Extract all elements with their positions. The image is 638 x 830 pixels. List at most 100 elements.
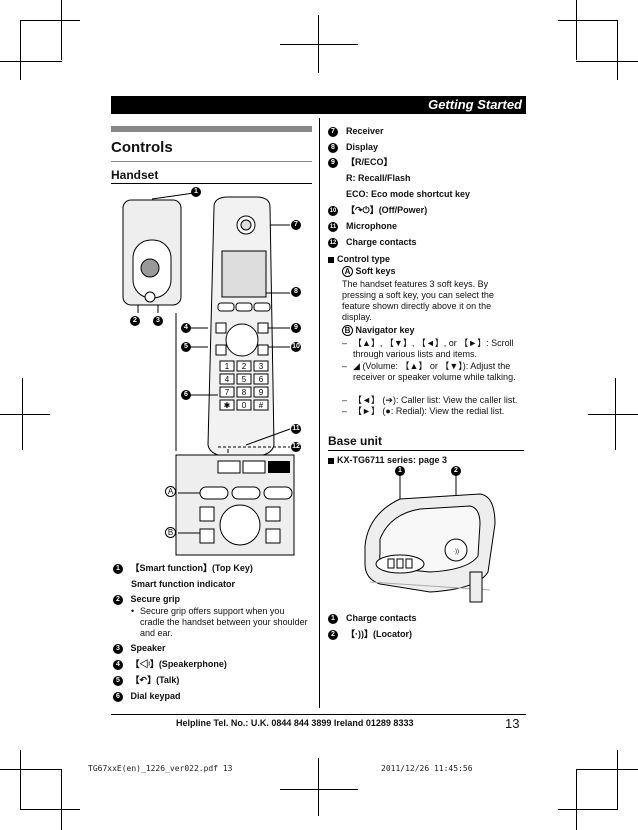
right-item-10: 10【↷⏻】(Off/Power) [328, 205, 428, 216]
svg-text:7: 7 [225, 388, 230, 397]
callout-9: 9 [291, 323, 301, 333]
crop-mark [0, 61, 62, 62]
svg-text:6: 6 [259, 375, 264, 384]
callout-b: B [165, 527, 176, 538]
base-item-2: 2【·))】(Locator) [328, 629, 412, 640]
crop-mark [576, 770, 577, 830]
svg-text:9: 9 [259, 388, 264, 397]
callout-12: 12 [291, 442, 301, 452]
callout-1: 1 [191, 187, 201, 197]
crop-mark [0, 769, 62, 770]
control-type-heading: Control type [328, 254, 390, 265]
soft-keys-text: The handset features 3 soft keys. By pre… [342, 279, 494, 322]
base-callout-1: 1 [395, 466, 405, 476]
page-title: Controls [111, 139, 173, 156]
callout-10: 10 [291, 342, 301, 352]
callout-8: 8 [291, 287, 301, 297]
locator-icon: ·)) [355, 629, 365, 639]
svg-text:5: 5 [242, 375, 247, 384]
title-underline [111, 161, 312, 162]
base-unit-underline [328, 450, 524, 451]
handset-diagram: 1 2 3 4 5 6 7 8 9 ✱ 0 # [122, 192, 295, 556]
nav-item-4: –【►】 (●: Redial): View the redial list. [342, 406, 505, 416]
handset-item-6: 6 Dial keypad [113, 691, 181, 702]
nav-item-1: –【▲】, 【▼】, 【◄】, or 【►】: Scroll through v… [342, 338, 514, 359]
callout-4: 4 [181, 323, 191, 333]
base-unit-diagram: ·)) [364, 474, 496, 603]
crop-mark [22, 378, 23, 450]
nav-item-3: –【◄】 (➔): Caller list: View the caller l… [342, 395, 518, 405]
base-unit-heading: Base unit [328, 434, 383, 448]
helpline-text: Helpline Tel. No.: U.K. 0844 844 3899 Ir… [176, 718, 414, 728]
crop-mark [20, 20, 80, 21]
handset-item-1-sub: Smart function indicator [131, 579, 236, 589]
handset-item-2-bullet: • Secure grip offers support when you cr… [131, 606, 308, 638]
page-number: 13 [505, 716, 520, 731]
crop-mark [20, 809, 80, 810]
svg-text:3: 3 [259, 362, 264, 371]
crop-mark [615, 378, 616, 450]
crop-mark [61, 0, 62, 60]
svg-text:✱: ✱ [224, 401, 231, 410]
handset-item-3: 3 Speaker [113, 643, 166, 654]
callout-3: 3 [153, 316, 163, 326]
footer-rule [111, 714, 526, 715]
svg-text:4: 4 [225, 375, 230, 384]
file-name: TG67xxE(en)_1226_ver022.pdf 13 [88, 764, 233, 773]
handset-heading: Handset [111, 168, 159, 182]
crop-mark [280, 789, 358, 790]
column-divider [319, 118, 320, 708]
callout-2: 2 [130, 316, 140, 326]
handset-item-2: 2 Secure grip [113, 594, 180, 605]
handset-item-4: 4 【◁ᵎ】(Speakerphone) [113, 659, 227, 670]
crop-mark [576, 769, 638, 770]
crop-mark [617, 750, 618, 810]
crop-mark [617, 20, 618, 80]
base-callout-2: 2 [451, 466, 461, 476]
soft-keys-heading: A Soft keys [342, 266, 396, 277]
handset-item-5: 5 【↶】(Talk) [113, 675, 179, 686]
crop-mark [318, 758, 319, 816]
crop-mark [588, 414, 638, 415]
crop-mark [0, 414, 50, 415]
section-header-bar: Getting Started [111, 96, 526, 114]
timestamp: 2011/12/26 11:45:56 [381, 764, 473, 773]
right-item-9-line-1: R: Recall/Flash [346, 173, 411, 183]
handset-item-1: 1 【Smart function】(Top Key) [113, 563, 313, 574]
right-item-9-line-2: ECO: Eco mode shortcut key [346, 189, 471, 199]
crop-mark [61, 770, 62, 830]
callout-7: 7 [291, 220, 301, 230]
svg-text:1: 1 [225, 362, 230, 371]
title-rule [111, 126, 312, 132]
svg-text:0: 0 [242, 401, 247, 410]
svg-text:·)): ·)) [453, 549, 459, 555]
off-power-icon: ↷⏻ [355, 205, 370, 215]
volume-icon: ◢ [353, 361, 360, 371]
crop-mark [280, 44, 358, 45]
svg-text:8: 8 [242, 388, 247, 397]
callout-5: 5 [181, 342, 191, 352]
crop-mark [558, 20, 618, 21]
talk-icon: ↶ [139, 675, 148, 685]
base-unit-series: KX-TG6711 series: page 3 [328, 455, 447, 466]
callout-11: 11 [291, 424, 301, 434]
right-item-9: 9【R/ECO】 [328, 157, 393, 168]
svg-text:#: # [259, 401, 264, 410]
handset-underline [111, 183, 312, 184]
navigator-key-heading: B Navigator key [342, 325, 415, 336]
crop-mark [20, 750, 21, 810]
nav-item-2: –◢ (Volume: 【▲】 or 【▼】): Adjust the rece… [342, 361, 516, 382]
crop-mark [576, 0, 577, 60]
callout-a: A [165, 486, 176, 497]
svg-text:2: 2 [242, 362, 247, 371]
crop-mark [558, 809, 618, 810]
callout-6: 6 [181, 390, 191, 400]
speakerphone-icon: ◁ᵎ [139, 659, 150, 669]
section-header-title: Getting Started [428, 97, 522, 112]
crop-mark [20, 20, 21, 80]
